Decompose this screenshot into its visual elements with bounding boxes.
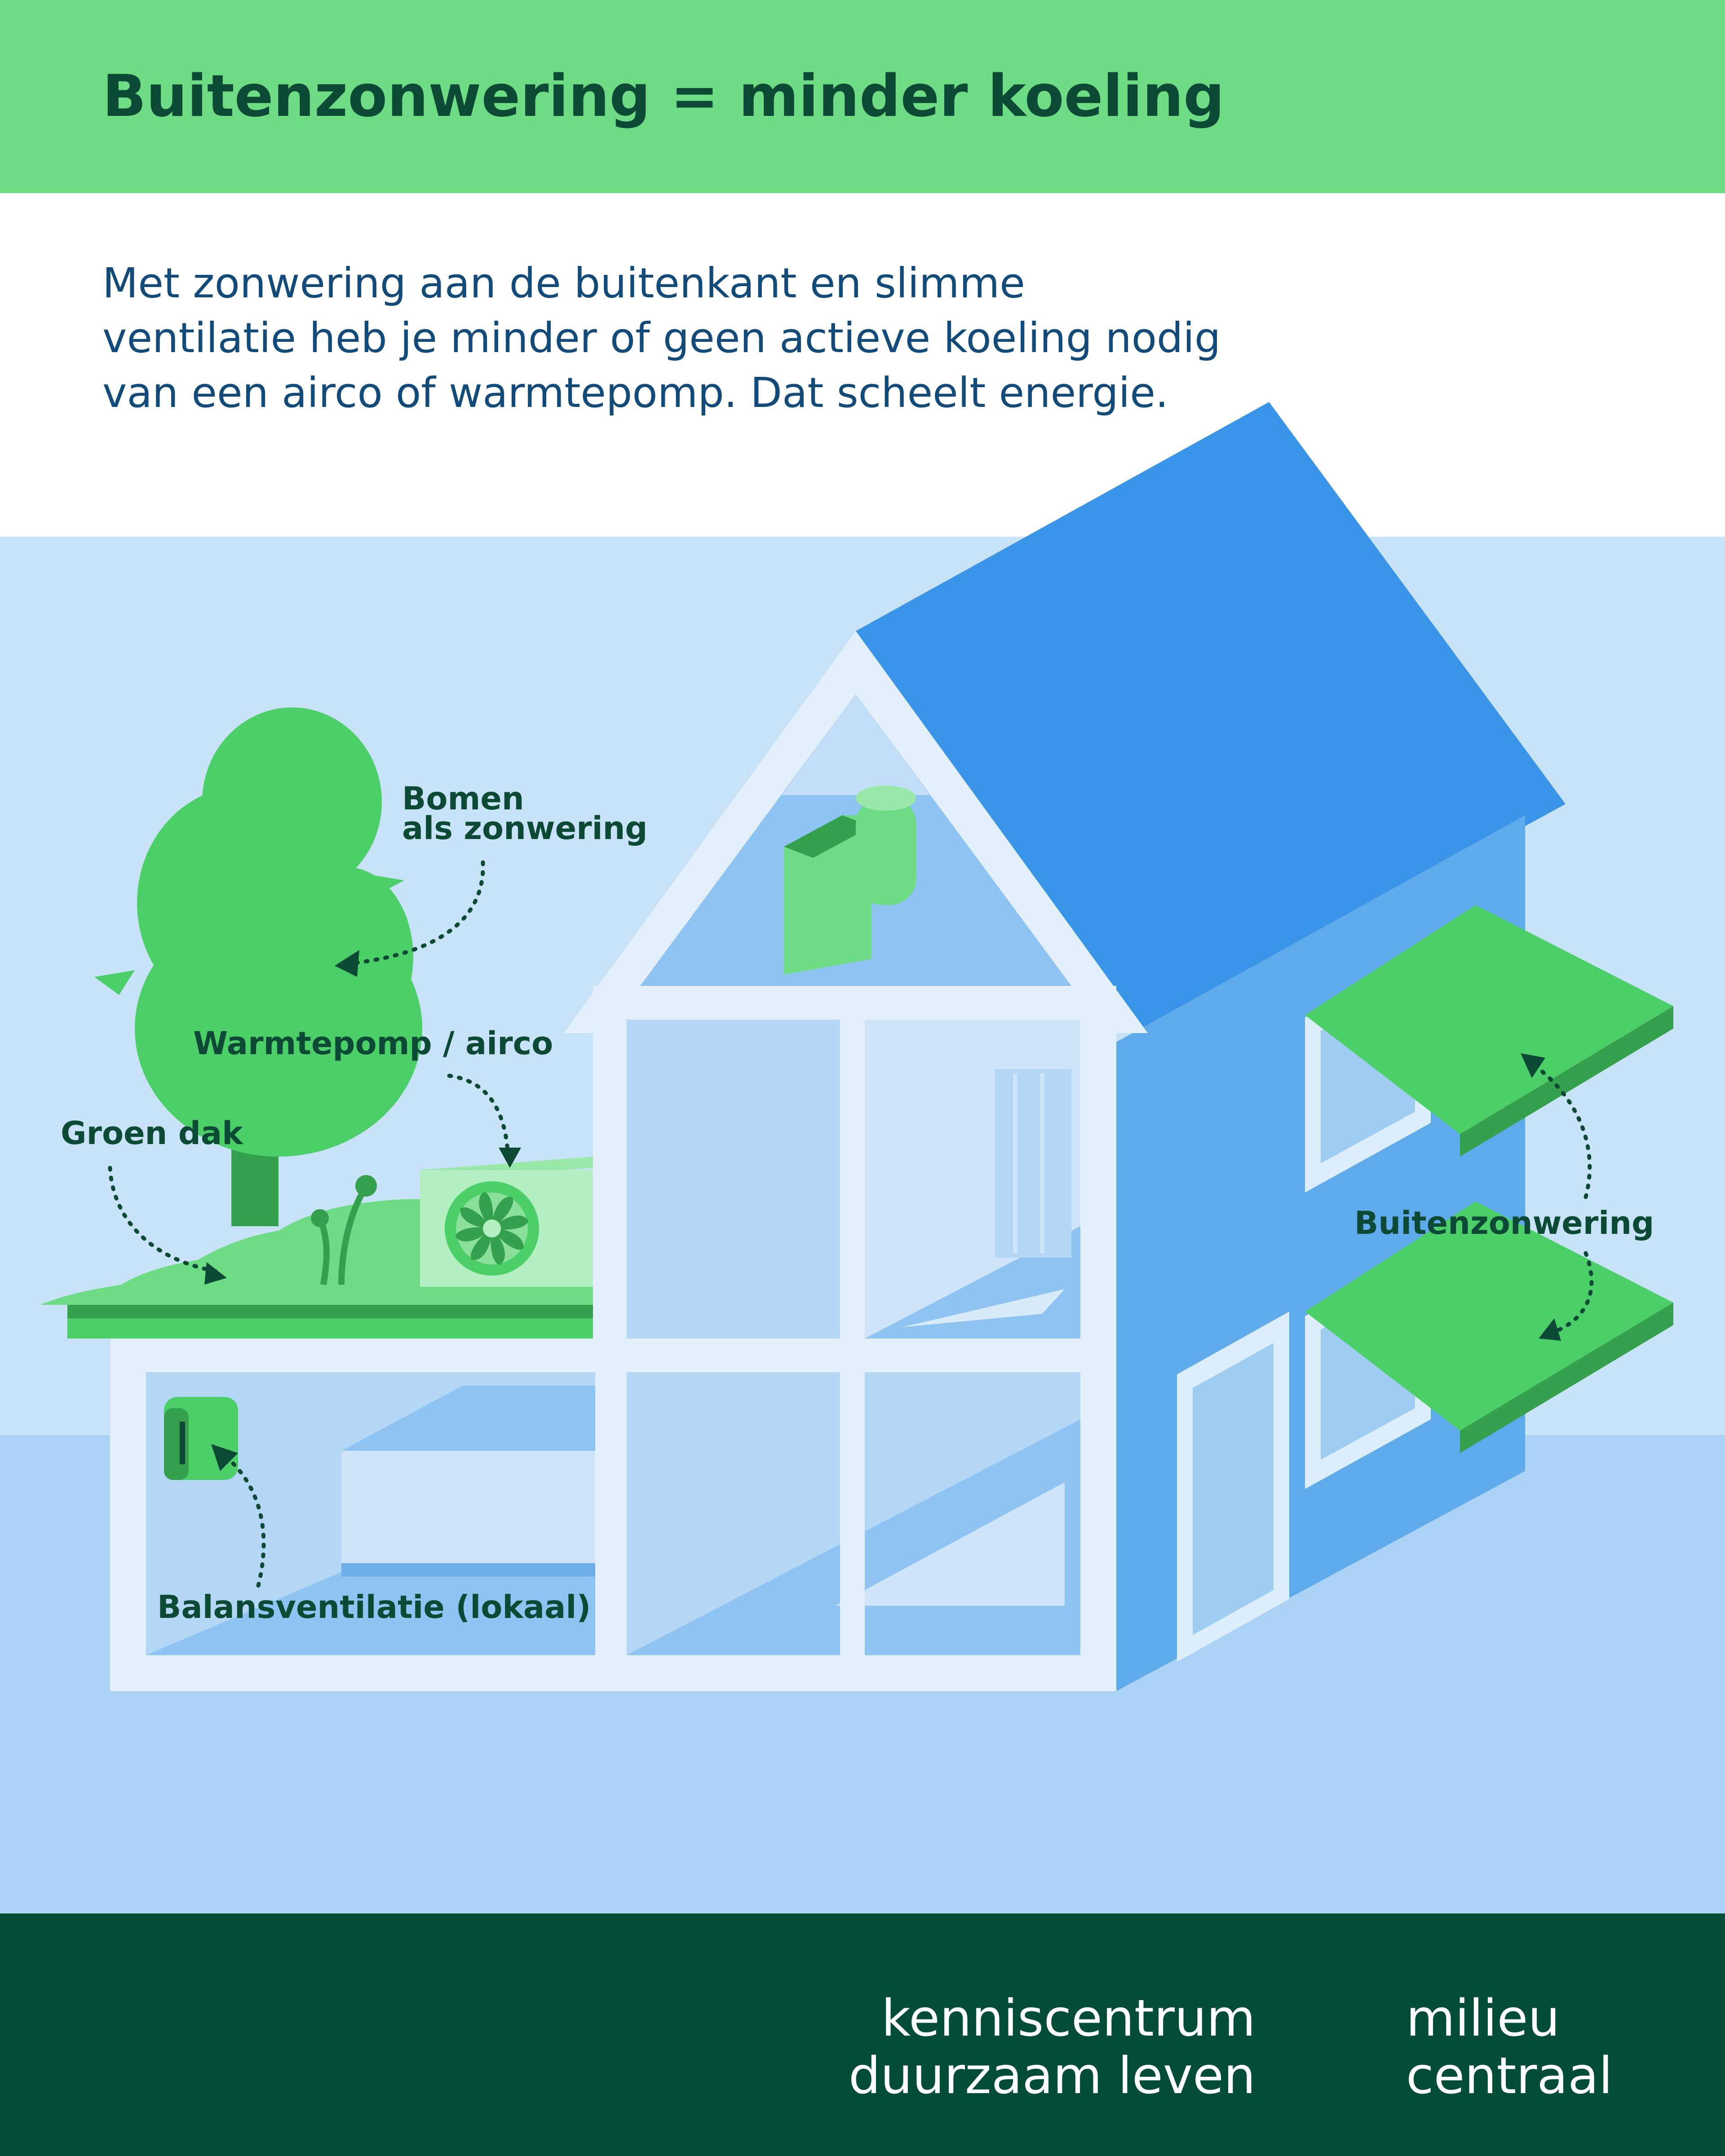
arrow-icon bbox=[447, 1074, 510, 1152]
side-door bbox=[1193, 1343, 1274, 1635]
header-band bbox=[0, 0, 1725, 193]
page-title: Buitenzonwering = minder koeling bbox=[102, 63, 1225, 130]
label-heatpump: Warmtepomp / airco bbox=[193, 1025, 553, 1062]
intro-text: Met zonwering aan de buitenkant en slimm… bbox=[102, 259, 1221, 417]
arrow-icon bbox=[1552, 1251, 1594, 1334]
label-trees-line2: als zonwering bbox=[402, 810, 648, 847]
awning-upper bbox=[1305, 905, 1673, 1134]
arrow-icon bbox=[225, 1455, 266, 1588]
roof bbox=[856, 402, 1566, 1033]
brand-left-line1: kenniscentrum bbox=[881, 1989, 1256, 2048]
fan-icon bbox=[455, 1192, 529, 1265]
curtain bbox=[995, 1069, 1071, 1258]
label-green-roof: Groen dak bbox=[61, 1115, 243, 1152]
arrow-icon bbox=[348, 860, 485, 966]
bed bbox=[341, 1386, 595, 1451]
label-shading: Buitenzonwering bbox=[1354, 1205, 1654, 1241]
brand-right-line1: milieu bbox=[1406, 1989, 1560, 2048]
footer-band bbox=[0, 1913, 1725, 2156]
arrow-icon bbox=[108, 1166, 218, 1273]
brand-right-line2: centraal bbox=[1406, 2047, 1613, 2105]
flower-icon bbox=[355, 1175, 377, 1197]
brand-name-right: milieu centraal bbox=[1406, 1990, 1613, 2105]
arrow-icon bbox=[1534, 1065, 1592, 1199]
brand-left-line2: duurzaam leven bbox=[848, 2047, 1256, 2105]
label-trees: Bomen als zonwering bbox=[402, 783, 648, 844]
awning-lower bbox=[1305, 1202, 1673, 1431]
label-trees-line1: Bomen bbox=[402, 780, 524, 817]
room-upper-left bbox=[627, 1020, 840, 1339]
label-ventilation: Balansventilatie (lokaal) bbox=[157, 1589, 591, 1626]
brand-name-left: kenniscentrum duurzaam leven bbox=[849, 1990, 1256, 2105]
